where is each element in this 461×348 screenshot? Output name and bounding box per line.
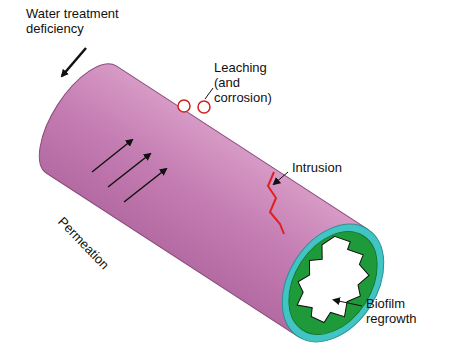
inflow-arrow bbox=[62, 48, 86, 76]
pipe-body bbox=[23, 51, 405, 348]
annotation-label: Leaching (and corrosion) bbox=[214, 60, 294, 105]
leader-arrow bbox=[274, 172, 288, 184]
leader-arrow bbox=[334, 300, 362, 306]
annotation-label: Biofilm regrowth bbox=[366, 296, 436, 326]
leaching-hole bbox=[198, 101, 210, 113]
annotation-label: Permeation bbox=[55, 214, 112, 272]
pipe-wall-ring bbox=[261, 205, 405, 348]
annotation-label: Water treatment deficiency bbox=[26, 6, 146, 36]
biofilm-layer bbox=[271, 215, 396, 348]
permeation-arrow bbox=[124, 169, 166, 202]
annotation-label: Intrusion bbox=[292, 160, 372, 175]
permeation-arrow bbox=[108, 154, 150, 187]
leader-line bbox=[205, 88, 213, 99]
permeation-arrow bbox=[92, 140, 132, 172]
intrusion-crack bbox=[268, 172, 284, 234]
leaching-hole bbox=[178, 100, 190, 112]
